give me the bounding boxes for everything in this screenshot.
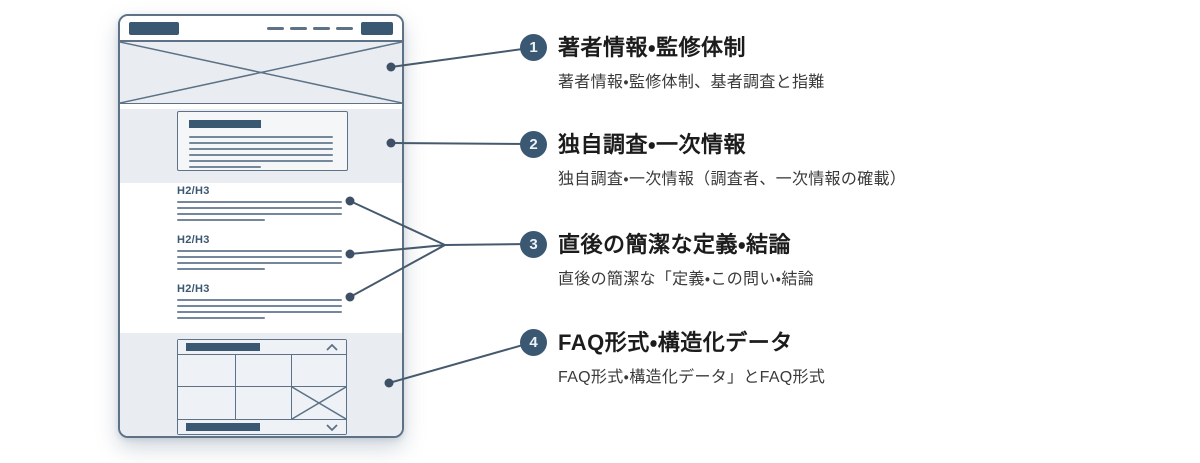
accordion-title-bar: [186, 423, 260, 431]
h2-h3-label: H2/H3: [177, 185, 210, 197]
text-line-short: [177, 268, 265, 270]
image-x-icon: [292, 387, 346, 419]
wireframe-header-bar: [120, 16, 402, 42]
h2-h3-label: H2/H3: [177, 234, 210, 246]
text-line: [177, 311, 342, 313]
annotation-item-1: 1 著者情報・監修体制 著者情報・監修体制、基者調査と指難: [520, 34, 825, 92]
nav-dash: [336, 26, 353, 30]
number-badge-4: 4: [520, 329, 547, 356]
annotation-title: 著者情報・監修体制: [558, 35, 746, 60]
table-placeholder: [178, 355, 346, 419]
annotation-title: 独自調査・一次情報: [558, 132, 746, 157]
text-line: [177, 213, 342, 215]
card-title-bar: [189, 120, 261, 128]
heading-block-1: H2/H3: [177, 185, 349, 221]
text-line: [177, 201, 342, 203]
heading-block-2: H2/H3: [177, 234, 349, 270]
text-line: [189, 136, 333, 138]
faq-section-band: [120, 333, 402, 436]
hero-image-placeholder: [120, 42, 402, 104]
annotation-subtitle: 独自調査・一次情報（調査者、一次情報の確載）: [558, 171, 907, 188]
chevron-down-icon: [326, 423, 338, 431]
text-line-short: [177, 317, 265, 319]
annotation-title: 直後の簡潔な定義・結論: [558, 232, 791, 257]
table-cell: [292, 355, 346, 387]
table-cell: [236, 355, 292, 387]
annotation-subtitle: 直後の簡潔な「定義・この問い・結論: [558, 271, 814, 288]
accordion-title-bar: [186, 343, 260, 351]
text-line: [177, 305, 342, 307]
annotation-item-3: 3 直後の簡潔な定義・結論 直後の簡潔な「定義・この問い・結論: [520, 231, 814, 289]
heading-block-3: H2/H3: [177, 283, 349, 319]
text-line-short: [177, 219, 265, 221]
annotation-subtitle: 著者情報・監修体制、基者調査と指難: [558, 74, 825, 91]
h2-h3-label: H2/H3: [177, 283, 210, 295]
highlight-section-band: [120, 109, 402, 183]
nav-dash: [290, 26, 307, 30]
cta-button-placeholder: [361, 21, 393, 35]
text-line-short: [189, 166, 261, 168]
annotation-item-2: 2 独自調査・一次情報 独自調査・一次情報（調査者、一次情報の確載）: [520, 131, 906, 189]
nav-dash: [313, 26, 330, 30]
table-cell: [236, 387, 292, 419]
table-cell-image: [292, 387, 346, 419]
text-line: [177, 250, 342, 252]
summary-card-placeholder: [177, 111, 348, 171]
faq-structured-data-placeholder: [177, 339, 347, 435]
text-line: [177, 299, 342, 301]
accordion-row-closed: [178, 419, 346, 434]
nav-dash: [267, 26, 284, 30]
annotation-item-4: 4 FAQ形式・構造化データ FAQ形式・構造化データ」とFAQ形式: [520, 329, 825, 387]
webpage-wireframe: H2/H3 H2/H3 H2/H3: [118, 14, 404, 438]
nav-links-placeholder: [267, 26, 353, 30]
text-line: [177, 262, 342, 264]
table-cell: [178, 387, 236, 419]
accordion-row-open: [178, 340, 346, 355]
annotation-title: FAQ形式・構造化データ: [558, 330, 793, 355]
number-badge-2: 2: [520, 131, 547, 158]
text-line: [177, 207, 342, 209]
chevron-up-icon: [326, 343, 338, 351]
number-badge-1: 1: [520, 34, 547, 61]
text-line: [189, 160, 333, 162]
logo-placeholder: [129, 21, 179, 35]
text-line: [189, 148, 333, 150]
image-x-icon: [120, 42, 402, 103]
table-cell: [178, 355, 236, 387]
text-line: [189, 142, 333, 144]
number-badge-3: 3: [520, 231, 547, 258]
text-line: [189, 154, 333, 156]
text-line: [177, 256, 342, 258]
annotation-subtitle: FAQ形式・構造化データ」とFAQ形式: [558, 369, 826, 386]
